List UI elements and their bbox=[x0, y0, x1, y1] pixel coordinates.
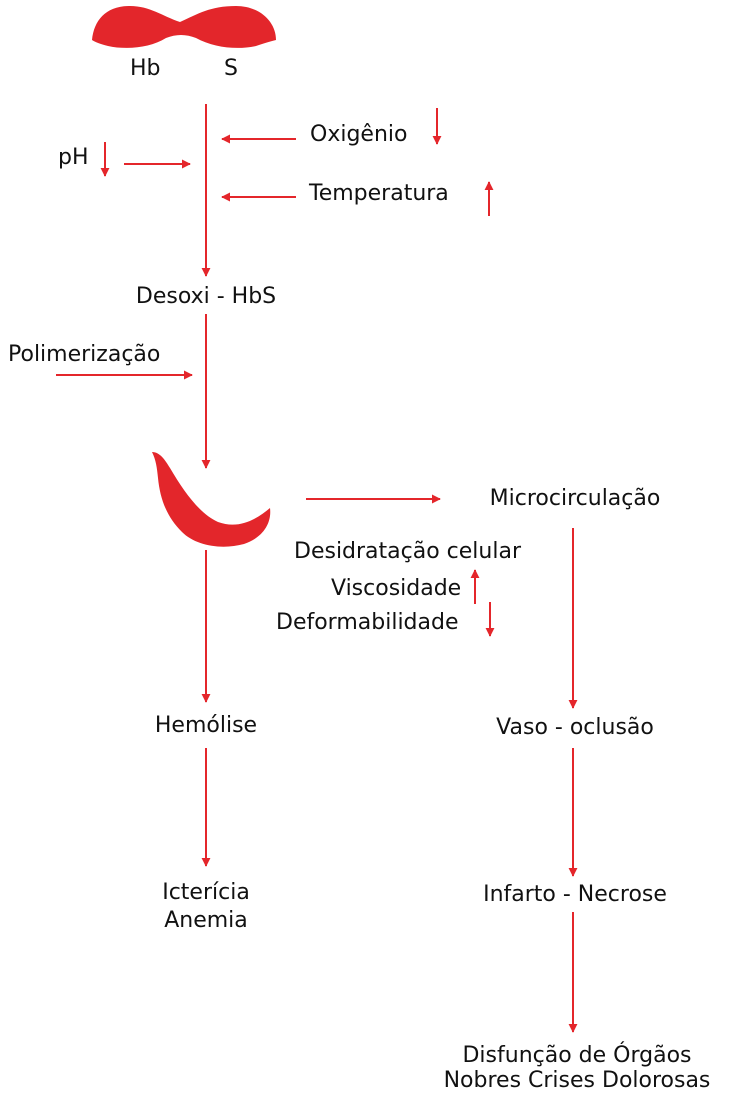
normal-red-blood-cell-icon bbox=[92, 6, 276, 48]
label-infarto-necrose: Infarto - Necrose bbox=[483, 882, 667, 907]
label-vaso-oclusao: Vaso - oclusão bbox=[496, 715, 654, 740]
label-microcirculacao: Microcirculação bbox=[489, 486, 661, 511]
label-ictericia: Icterícia bbox=[162, 880, 250, 905]
label-desoxi-hbs: Desoxi - HbS bbox=[135, 284, 277, 309]
label-anemia: Anemia bbox=[164, 908, 248, 933]
label-ph: pH bbox=[58, 145, 89, 170]
label-s: S bbox=[224, 56, 238, 81]
label-disfuncao-orgaos: Disfunção de Órgãos bbox=[462, 1043, 692, 1068]
label-hb: Hb bbox=[130, 56, 161, 81]
label-oxigenio: Oxigênio bbox=[310, 122, 408, 147]
sickle-cell-icon bbox=[152, 452, 271, 547]
label-viscosidade: Viscosidade bbox=[331, 576, 462, 601]
label-crises-dolorosas: Nobres Crises Dolorosas bbox=[443, 1068, 711, 1093]
label-deformabilidade: Deformabilidade bbox=[276, 610, 459, 635]
label-polimerizacao: Polimerização bbox=[8, 342, 161, 367]
label-desidratacao-celular: Desidratação celular bbox=[294, 539, 522, 564]
label-hemolise: Hemólise bbox=[154, 713, 258, 738]
label-temperatura: Temperatura bbox=[309, 181, 449, 206]
